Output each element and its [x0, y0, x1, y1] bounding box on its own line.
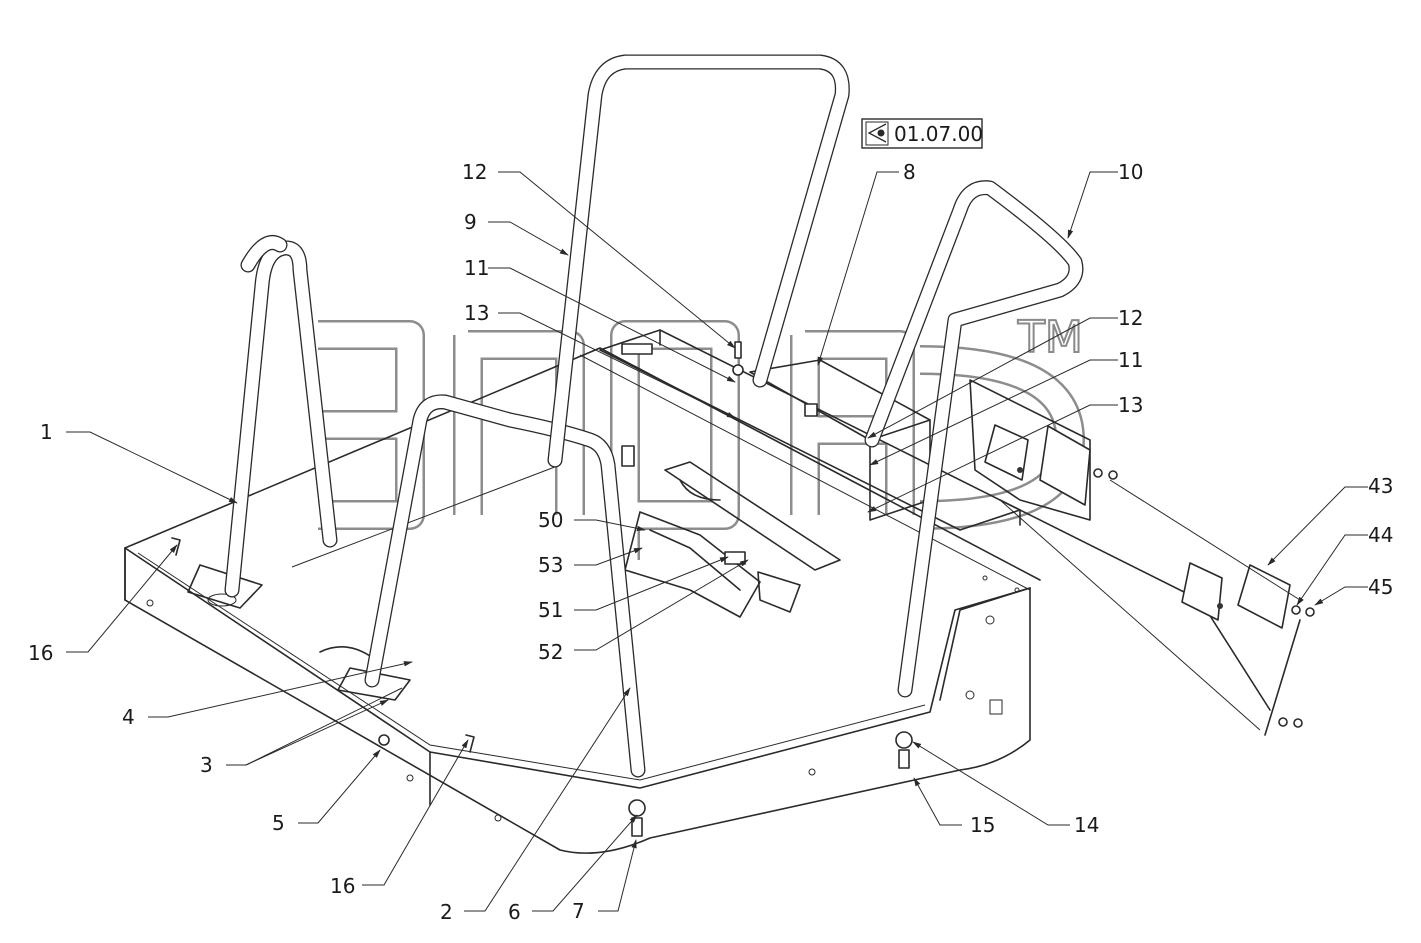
- callout-44: 44: [1368, 523, 1393, 547]
- callout-13-right: 13: [1118, 393, 1143, 417]
- callout-2: 2: [440, 900, 453, 924]
- callout-16-bottom: 16: [330, 874, 355, 898]
- watermark-trademark: TM: [1017, 312, 1083, 363]
- callout-9: 9: [464, 210, 477, 234]
- callout-8: 8: [903, 160, 916, 184]
- platform-frame: [124, 347, 1041, 854]
- callout-52: 52: [538, 640, 563, 664]
- callout-11-right: 11: [1118, 348, 1143, 372]
- callout-5: 5: [272, 811, 285, 835]
- callout-3: 3: [200, 753, 213, 777]
- callout-13-left: 13: [464, 301, 489, 325]
- callout-labels: 1 2 3 4 5 6 7 8 9 10 11 11 12 12 13 13 1…: [28, 160, 1393, 924]
- watermark-logo: TM: [318, 311, 1085, 560]
- callout-16-left: 16: [28, 641, 53, 665]
- tube-10: [864, 180, 1084, 698]
- tube-assembly: [224, 54, 1084, 778]
- callout-7: 7: [572, 899, 585, 923]
- callout-11-left: 11: [464, 256, 489, 280]
- callout-51: 51: [538, 598, 563, 622]
- callout-12-right: 12: [1118, 306, 1143, 330]
- callout-15: 15: [970, 813, 995, 837]
- callout-12-left: 12: [462, 160, 487, 184]
- cross-beam: [599, 329, 1271, 731]
- tube-9: [547, 54, 850, 468]
- eye-view-icon: [865, 121, 889, 146]
- callout-50: 50: [538, 508, 563, 532]
- tube-1: [224, 235, 338, 598]
- callout-4: 4: [122, 705, 135, 729]
- side-panels: [984, 424, 1301, 736]
- reference-tag: 01.07.00: [861, 118, 983, 149]
- tube-2: [364, 394, 646, 778]
- callout-45: 45: [1368, 575, 1393, 599]
- callout-14: 14: [1074, 813, 1099, 837]
- callout-6: 6: [508, 900, 521, 924]
- callout-10: 10: [1118, 160, 1143, 184]
- leader-lines: [66, 171, 1368, 912]
- callout-1: 1: [40, 420, 53, 444]
- callout-53: 53: [538, 553, 563, 577]
- reference-tag-text: 01.07.00: [894, 122, 983, 146]
- callout-43: 43: [1368, 474, 1393, 498]
